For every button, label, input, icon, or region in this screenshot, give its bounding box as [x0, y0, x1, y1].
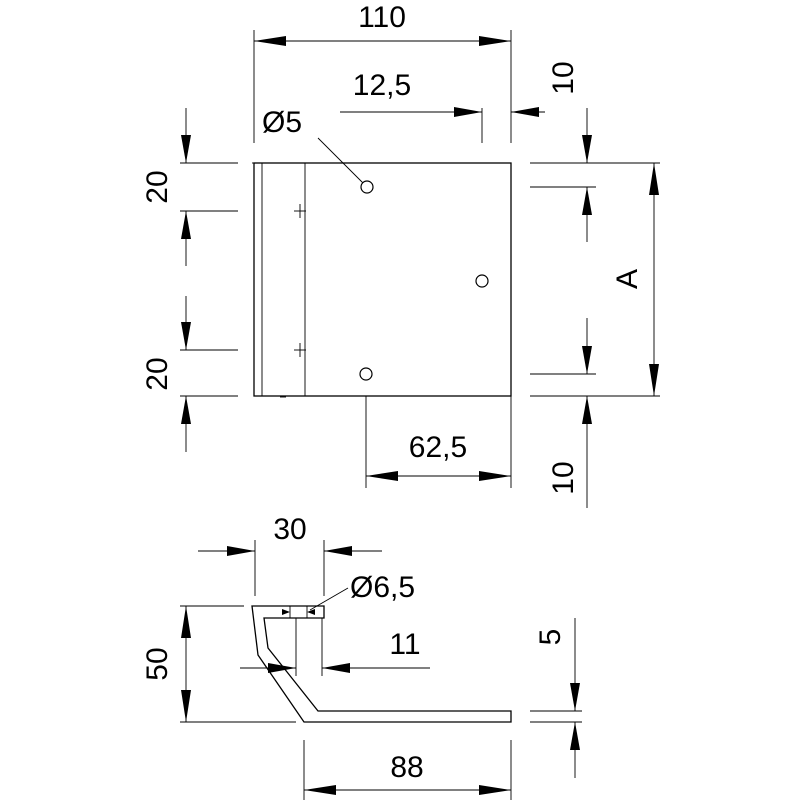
dim-large-hole: Ø6,5	[309, 571, 415, 611]
hole-bottom	[359, 367, 373, 381]
dim-flange-width: 30	[198, 513, 382, 596]
dim-side-height-label: 50	[141, 647, 174, 680]
dim-edge-right-top-label: 10	[547, 61, 580, 94]
dim-hole-offset-top-label: 12,5	[353, 69, 411, 102]
dim-hole-offset-bottom: 62,5	[365, 396, 512, 488]
dim-left-side: 20 20	[141, 108, 238, 452]
dim-bend-offset-label: 11	[389, 628, 420, 661]
dim-edge-right-bottom-label: 10	[547, 461, 580, 494]
hole-top	[360, 180, 374, 194]
dim-hole-offset-top: 12,5	[340, 69, 545, 143]
dim-large-hole-label: Ø6,5	[350, 571, 415, 604]
dim-top-width-label: 110	[358, 1, 406, 34]
dim-small-hole: Ø5	[262, 106, 364, 184]
dim-right-side: A 10 10	[530, 61, 660, 508]
dim-thickness: 5	[530, 618, 582, 778]
dim-top-width: 110	[253, 1, 512, 143]
dim-flange-width-label: 30	[273, 513, 306, 546]
dim-hole-offset-bottom-label: 62,5	[409, 431, 467, 464]
dim-bend-offset: 11	[240, 618, 430, 676]
hole-right	[475, 274, 489, 288]
plate-holes	[359, 180, 489, 381]
dim-base-length: 88	[303, 740, 512, 800]
bracket-side-view	[251, 605, 512, 723]
dim-side-height: 50	[141, 605, 296, 723]
dim-thickness-label: 5	[534, 629, 567, 646]
dim-height-a-label: A	[611, 269, 644, 289]
dim-left-top-label: 20	[141, 170, 174, 203]
plate-top-view	[252, 162, 512, 398]
dim-base-length-label: 88	[390, 751, 423, 784]
dim-small-hole-label: Ø5	[262, 106, 302, 139]
dim-left-bottom-label: 20	[141, 357, 174, 390]
